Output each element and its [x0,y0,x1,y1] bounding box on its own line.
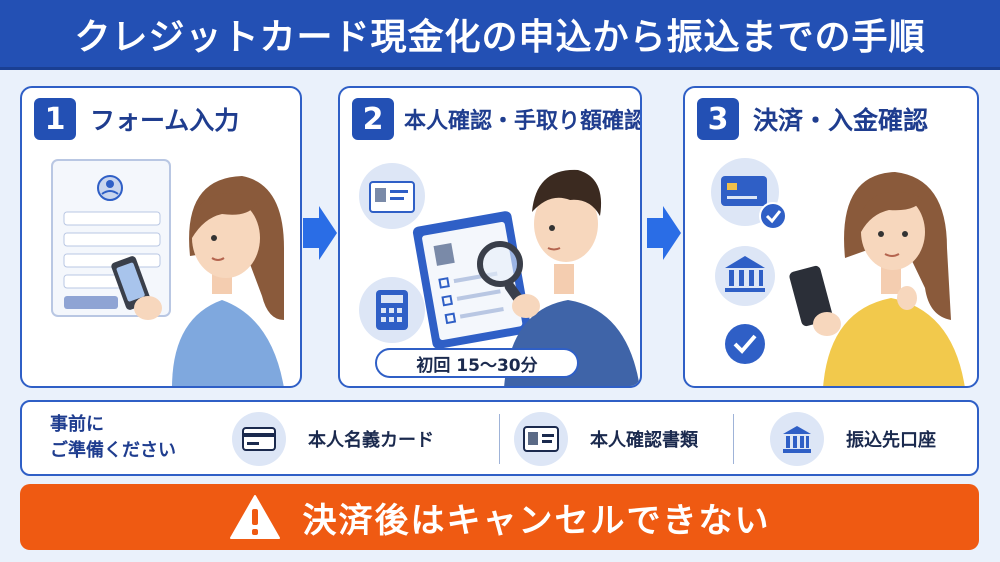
time-badge: 初回 15〜30分 [375,348,579,378]
preparation-label-line1: 事前に [50,414,104,435]
prep-item-card-label: 本人名義カード [308,430,434,451]
credit-card-icon [232,412,286,466]
page-title: クレジットカード現金化の申込から振込までの手順 [74,16,926,58]
step-panel-2: 2 本人確認・手取り額確認 初回 15〜30分 [338,86,642,388]
prep-item-id: 本人確認書類 [514,412,698,466]
step-2-header: 2 本人確認・手取り額確認 [352,98,642,140]
payment-confirmation-illustration [711,158,965,386]
divider [733,414,734,464]
preparation-label-line2: ご準備ください [50,440,176,461]
arrow-right-icon [303,206,337,260]
step-3-header: 3 決済・入金確認 [697,98,928,140]
title-bar: クレジットカード現金化の申込から振込までの手順 [0,0,1000,70]
bank-icon [770,412,824,466]
form-input-illustration [51,159,284,386]
id-card-icon [514,412,568,466]
prep-item-card: 本人名義カード [232,412,434,466]
step-2-label: 本人確認・手取り額確認 [404,109,642,134]
prep-item-bank: 振込先口座 [770,412,936,466]
step-panel-3: 3 決済・入金確認 [683,86,979,388]
step-1-label: フォーム入力 [90,106,240,135]
step-number-3: 3 [697,98,739,140]
preparation-bar: 事前に ご準備ください 本人名義カード 本人確認書類 振込先口座 [20,400,979,476]
preparation-label: 事前に ご準備ください [50,412,220,464]
step-panel-1: 1 フォーム入力 [20,86,302,388]
warning-banner: 決済後はキャンセルできない [20,484,979,550]
divider [499,414,500,464]
prep-item-id-label: 本人確認書類 [590,430,698,451]
step-1-header: 1 フォーム入力 [34,98,239,140]
arrow-right-icon [647,206,681,260]
warning-triangle-icon [229,495,280,539]
identity-check-illustration [359,163,640,386]
warning-text: 決済後はキャンセルできない [302,500,771,541]
step-3-label: 決済・入金確認 [753,106,929,135]
prep-item-bank-label: 振込先口座 [846,430,936,451]
step-number-1: 1 [34,98,76,140]
step-number-2: 2 [352,98,394,140]
